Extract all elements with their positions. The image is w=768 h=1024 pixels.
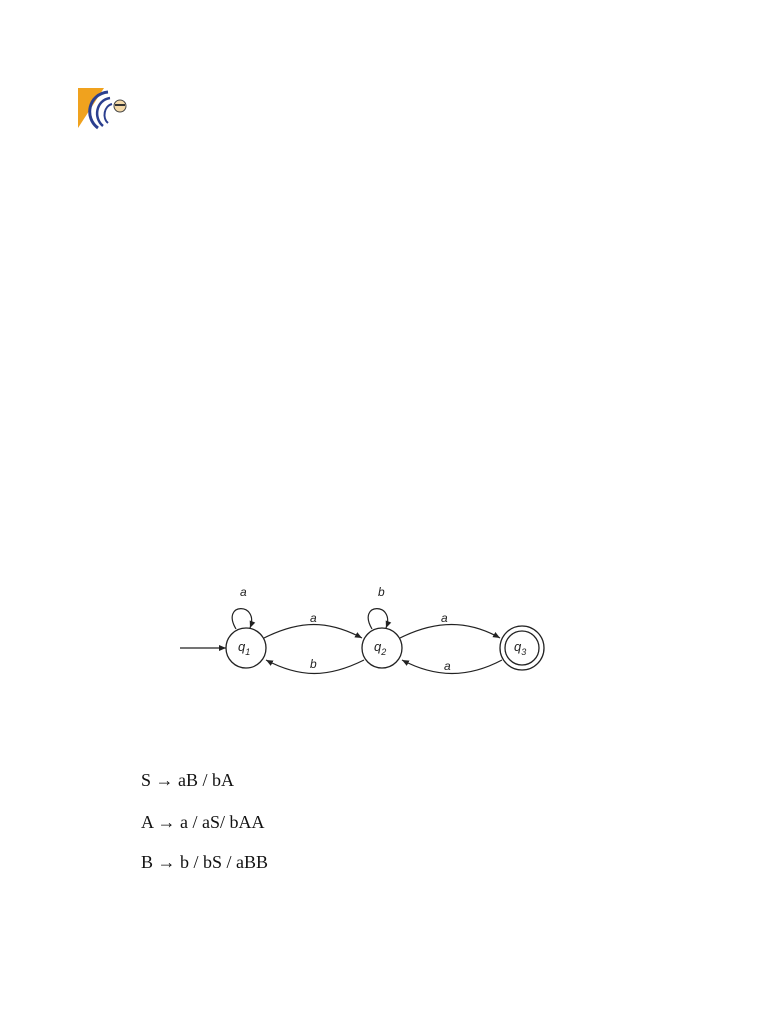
logo-arc-inner bbox=[103, 103, 113, 124]
state-q3-accepting: q3 bbox=[499, 625, 545, 671]
logo-arc-middle bbox=[95, 96, 111, 127]
state-q2: q2 bbox=[361, 627, 403, 669]
state-q1-name: q bbox=[238, 639, 246, 654]
state-q2-sub: 2 bbox=[380, 647, 386, 657]
state-q3-name: q bbox=[514, 639, 522, 654]
edge-q3-q2-label: a bbox=[444, 659, 451, 673]
logo-face-glasses bbox=[115, 104, 125, 106]
edge-q1-q1-label: a bbox=[240, 585, 247, 599]
state-q3-sub: 3 bbox=[521, 647, 526, 657]
edge-q3-q2 bbox=[401, 659, 503, 674]
grammar-rule-b: B → b / bS / aBB bbox=[141, 852, 269, 872]
svg-text:q1: q1 bbox=[238, 639, 250, 657]
svg-text:q3: q3 bbox=[514, 639, 526, 657]
edge-q2-q1-label: b bbox=[310, 657, 317, 671]
state-q2-name: q bbox=[374, 639, 382, 654]
finite-automaton-diagram: q1 q2 q3 a a b b a a bbox=[180, 585, 545, 674]
edge-q2-q3 bbox=[399, 624, 501, 639]
svg-text:q2: q2 bbox=[374, 639, 386, 657]
logo-arc-outer bbox=[88, 90, 109, 130]
edge-q2-q2 bbox=[367, 608, 392, 630]
state-q1-sub: 1 bbox=[245, 647, 250, 657]
edge-q1-q2-label: a bbox=[310, 611, 317, 625]
edge-q2-q1 bbox=[265, 659, 365, 674]
edge-q1-q1 bbox=[231, 608, 256, 630]
state-q1: q1 bbox=[225, 627, 267, 669]
edge-q2-q2-label: b bbox=[378, 585, 385, 599]
edge-q1-q2 bbox=[263, 624, 363, 639]
edge-q2-q3-label: a bbox=[441, 611, 448, 625]
publisher-logo bbox=[78, 88, 127, 130]
grammar-rule-s: S → aB / bA bbox=[141, 770, 235, 790]
grammar-rule-a: A → a / aS/ bAA bbox=[141, 812, 265, 832]
